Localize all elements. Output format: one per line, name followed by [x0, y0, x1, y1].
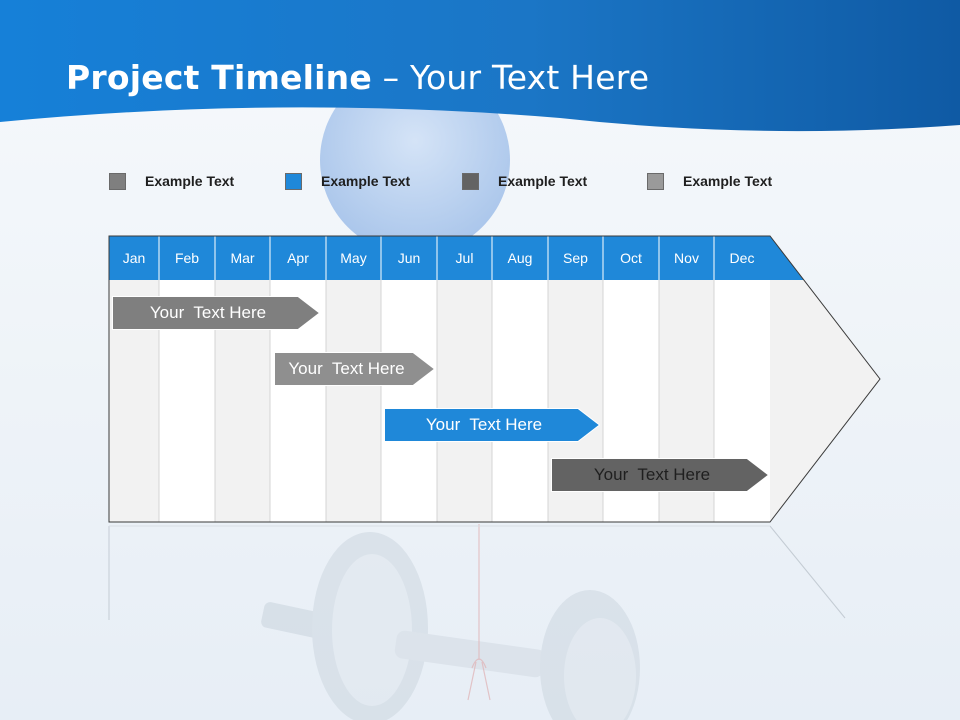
month-column-aug — [492, 280, 548, 522]
legend-label-1: Example Text — [145, 173, 235, 189]
task-arrow-shape — [112, 296, 320, 330]
month-label-feb: Feb — [174, 250, 200, 266]
slide-header: Project Timeline – Your Text Here — [0, 0, 960, 150]
dumbbell-image — [261, 524, 640, 720]
legend-label-2: Example Text — [321, 173, 411, 189]
month-column-jun — [381, 280, 437, 522]
month-label-apr: Apr — [287, 250, 309, 266]
legend-item-2: Example Text — [285, 170, 410, 192]
timeline-arrow-body — [770, 280, 880, 522]
task-bar-4: Your Text Here — [551, 458, 769, 492]
task-bar-2: Your Text Here — [274, 352, 435, 386]
task-label-2: Your Text Here — [288, 359, 405, 378]
month-label-may: May — [340, 250, 367, 266]
slide-title: Project Timeline – Your Text Here — [66, 58, 649, 97]
legend-label-3: Example Text — [498, 173, 588, 189]
timeline-outline — [108, 235, 881, 523]
legend-label-4: Example Text — [683, 173, 773, 189]
header-band — [0, 0, 960, 132]
month-label-sep: Sep — [563, 250, 588, 266]
legend-item-3: Example Text — [462, 170, 587, 192]
legend-swatch-4 — [647, 172, 664, 190]
task-arrow-shape — [384, 408, 600, 442]
month-header-band — [109, 236, 770, 280]
month-column-jul — [437, 280, 492, 522]
month-label-jul: Jul — [455, 250, 474, 266]
legend-item-1: Example Text — [109, 170, 234, 192]
month-label-jun: Jun — [397, 250, 421, 266]
month-label-nov: Nov — [674, 250, 699, 266]
month-label-dec: Dec — [729, 250, 755, 266]
task-label-1: Your Text Here — [149, 303, 267, 322]
legend-swatch-3 — [462, 172, 479, 190]
title-rest-part: – Your Text Here — [371, 58, 650, 97]
reflection-line — [769, 525, 846, 619]
legend-swatch-1 — [109, 172, 126, 190]
month-label-jan: Jan — [122, 250, 146, 266]
task-bar-1: Your Text Here — [112, 296, 320, 330]
month-label-mar: Mar — [230, 250, 255, 266]
title-bold-part: Project Timeline — [66, 58, 372, 97]
ball-shape — [320, 65, 510, 255]
month-label-oct: Oct — [620, 250, 642, 266]
task-label-4: Your Text Here — [593, 465, 711, 484]
legend-swatch-2 — [285, 172, 302, 190]
legend-item-4: Example Text — [647, 170, 772, 192]
task-arrow-shape — [274, 352, 435, 386]
task-label-3: Your Text Here — [425, 415, 543, 434]
month-label-aug: Aug — [507, 250, 533, 266]
task-bar-3: Your Text Here — [384, 408, 600, 442]
task-arrow-shape — [551, 458, 769, 492]
month-column-may — [326, 280, 381, 522]
